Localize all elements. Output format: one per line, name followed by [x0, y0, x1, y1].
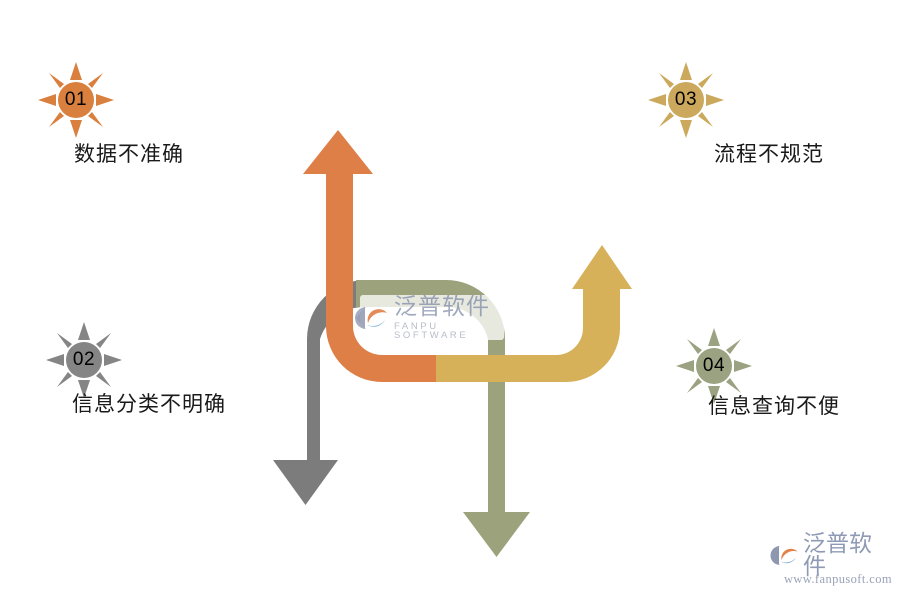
callout-02: 02 信息分类不明确 [46, 322, 225, 416]
sunburst-icon: 01 [38, 62, 114, 138]
yellow-up-arrow [436, 245, 632, 382]
corner-logo: 泛普软件 www.fanpusoft.com [770, 532, 892, 588]
callout-03: 03 流程不规范 [648, 62, 823, 166]
callout-01-number: 01 [64, 89, 88, 110]
sunburst-icon: 02 [46, 322, 122, 398]
callout-03-label: 流程不规范 [714, 142, 824, 166]
callout-03-number: 03 [674, 89, 698, 110]
callout-04-label: 信息查询不便 [708, 394, 840, 418]
callout-02-number: 02 [72, 349, 96, 370]
callout-01-label: 数据不准确 [74, 142, 184, 166]
sunburst-icon: 03 [648, 62, 724, 138]
orange-up-arrow [303, 130, 436, 382]
callout-02-label: 信息分类不明确 [72, 392, 226, 416]
green-down-arrow [356, 280, 530, 557]
corner-logo-cn-text: 泛普软件 [803, 530, 872, 580]
corner-logo-row: 泛普软件 [770, 532, 892, 578]
gray-down-arrow [273, 280, 436, 505]
sunburst-icon: 04 [676, 328, 752, 404]
callout-04-number: 04 [702, 355, 726, 376]
corner-logo-url: www.fanpusoft.com [783, 572, 892, 586]
fanpu-logo-icon [770, 541, 801, 570]
callout-04: 04 信息查询不便 [676, 328, 839, 418]
callout-01: 01 数据不准确 [38, 62, 183, 166]
